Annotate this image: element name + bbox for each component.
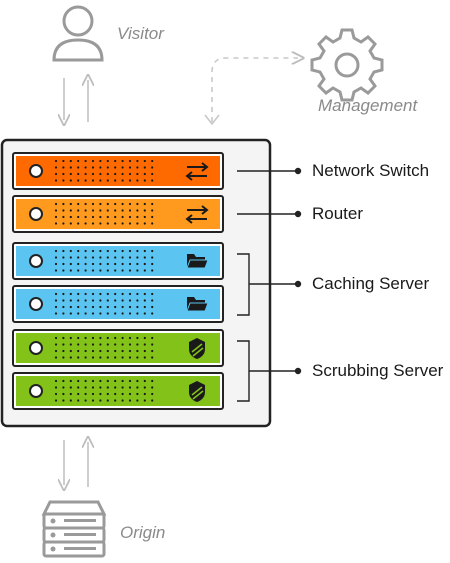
callout-router: Router xyxy=(312,204,364,223)
callout-scrubbing-server: Scrubbing Server xyxy=(312,361,444,380)
power-led xyxy=(29,297,43,311)
visitor-label: Visitor xyxy=(117,24,164,43)
power-led xyxy=(29,384,43,398)
rack-units xyxy=(12,152,224,410)
rack-unit-scrubbing-server xyxy=(12,329,224,367)
management-label: Management xyxy=(318,96,418,115)
arrows-icon xyxy=(185,205,209,224)
gear-icon xyxy=(310,28,384,102)
vent-dots xyxy=(54,249,154,272)
vent-dots xyxy=(54,379,154,402)
vent-dots xyxy=(54,336,154,359)
management-arrowhead xyxy=(204,114,220,126)
rack-unit-scrubbing-server xyxy=(12,372,224,410)
power-led xyxy=(29,254,43,268)
origin-arrows xyxy=(64,440,88,487)
rack-unit-router xyxy=(12,195,224,233)
callout-network-switch: Network Switch xyxy=(312,161,430,180)
rack-unit-caching-server xyxy=(12,242,224,280)
vent-dots xyxy=(54,159,154,182)
folder-icon xyxy=(186,297,209,312)
visitor-arrows xyxy=(64,78,88,122)
shield-icon xyxy=(189,338,205,359)
visitor-icon xyxy=(52,5,104,62)
power-led xyxy=(29,207,43,221)
power-led xyxy=(29,341,43,355)
vent-dots xyxy=(54,202,154,225)
callout-lines xyxy=(237,167,302,402)
rack-unit-network-switch xyxy=(12,152,224,190)
origin-label: Origin xyxy=(120,523,166,542)
folder-icon xyxy=(186,254,209,269)
rack-unit-caching-server xyxy=(12,285,224,323)
callout-caching-server: Caching Server xyxy=(312,274,430,293)
power-led xyxy=(29,164,43,178)
origin-server-icon xyxy=(41,500,107,558)
management-link xyxy=(211,58,298,122)
arrows-icon xyxy=(185,162,209,181)
vent-dots xyxy=(54,292,154,315)
shield-icon xyxy=(189,381,205,402)
